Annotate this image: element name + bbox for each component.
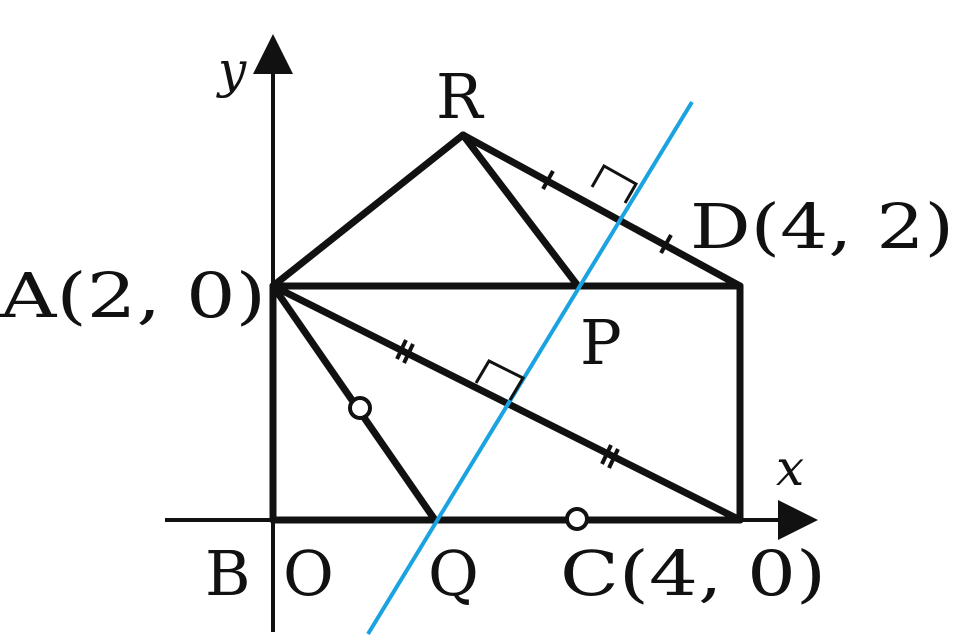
point-c-label: C(4, 0) [560, 537, 826, 610]
tick-mark-a-c-2b [607, 448, 620, 469]
origin-o-label: O [283, 537, 334, 610]
segment-r-p [459, 131, 582, 290]
tick-mark-r-d-2 [659, 234, 673, 254]
point-p-label: P [580, 306, 622, 379]
x-axis-label: x [776, 439, 804, 497]
point-q-label: Q [428, 537, 479, 610]
perpendicular-bisector-line [366, 100, 694, 636]
point-r-label: R [436, 60, 485, 133]
tick-mark-a-c-2a [600, 444, 613, 465]
tick-mark-a-c-1a [395, 339, 408, 360]
point-d-label: D(4, 2) [690, 190, 954, 263]
circle-marker-a-q [348, 396, 372, 420]
right-angle-marker-upper [590, 163, 639, 204]
point-b-label: B [205, 537, 251, 610]
right-angle-marker-lower [474, 359, 526, 401]
segment-a-r [269, 131, 467, 290]
tick-mark-a-c-1b [402, 343, 415, 364]
tick-mark-r-d-1 [541, 170, 555, 190]
point-a-label: A(2, 0) [0, 259, 266, 332]
segment-r-d [459, 131, 744, 290]
y-axis-label: y [216, 41, 247, 99]
circle-marker-q-c [565, 507, 589, 531]
